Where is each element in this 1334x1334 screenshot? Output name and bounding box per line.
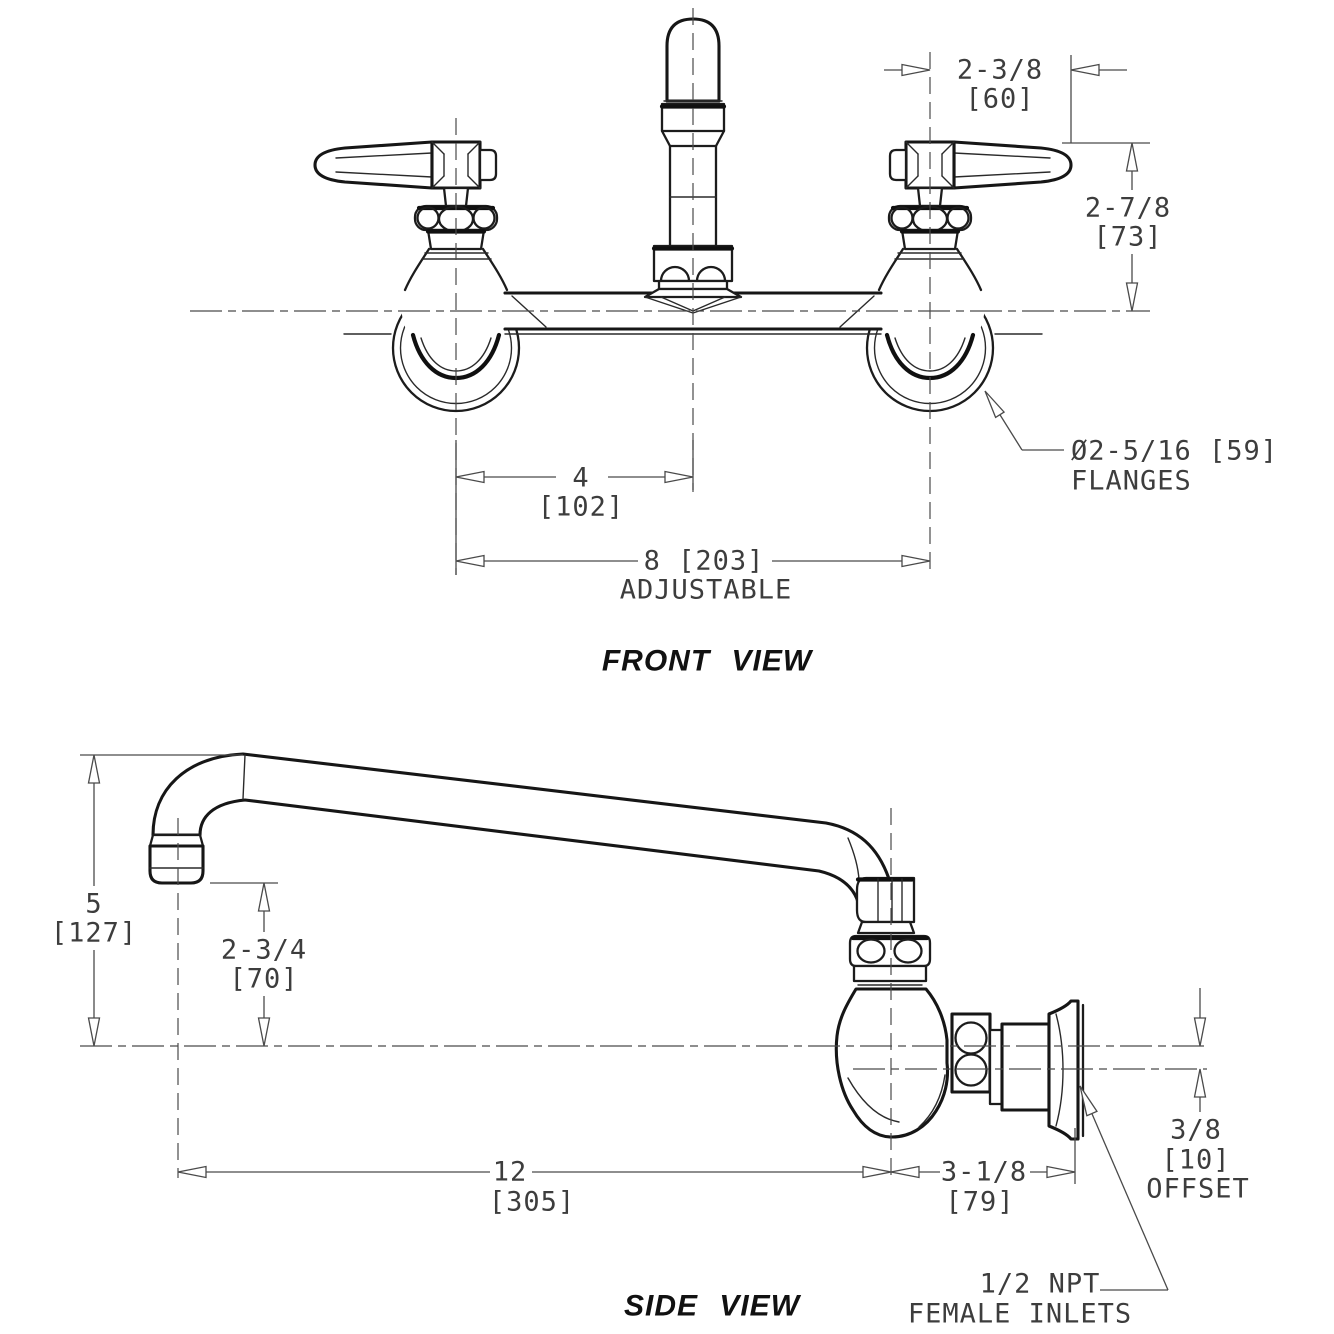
flange-note-label: FLANGES: [1071, 466, 1192, 497]
front-view-label: FRONT VIEW: [602, 645, 814, 678]
side-view-drawing: [148, 752, 1085, 1141]
front-view-dimensions: 2-3/8 [60] 2-7/8 [73] Ø2-5/16 [59] FLANG…: [455, 55, 1278, 606]
dim-spout-reach-value: 12: [493, 1157, 528, 1188]
valve-body: [834, 987, 950, 1139]
inlet-note-line1: 1/2 NPT: [980, 1269, 1101, 1300]
dim-handle-height-value: 2-7/8: [1085, 193, 1171, 224]
centerlines: [80, 8, 1207, 1178]
swing-spout: [151, 752, 892, 912]
swivel-nut: [855, 876, 916, 924]
inlet-nipple: [1000, 1022, 1051, 1112]
side-view-label: SIDE VIEW: [624, 1290, 802, 1323]
side-view-dimensions: 5 [127] 2-3/4 [70] 12 [305] 3-1/8 [79] 3…: [51, 754, 1250, 1330]
nozzle-collar: [148, 833, 205, 848]
dim-handle-height-metric: [73]: [1093, 222, 1162, 253]
dim-offset-label: OFFSET: [1146, 1174, 1250, 1205]
dim-spout-reach-metric: [305]: [489, 1187, 575, 1218]
dim-body-to-wall-value: 3-1/8: [941, 1157, 1027, 1188]
dim-offset-metric: [10]: [1161, 1145, 1230, 1176]
flange-note-value: Ø2-5/16 [59]: [1071, 436, 1278, 467]
inlet-note-line2: FEMALE INLETS: [908, 1299, 1132, 1330]
dim-spout-clearance-value: 2-3/4: [221, 935, 307, 966]
dim-handle-span-metric: [60]: [965, 84, 1034, 115]
valve-bonnet: [848, 934, 932, 968]
dim-body-to-wall-metric: [79]: [945, 1187, 1014, 1218]
right-handle-unit: [867, 142, 1071, 411]
dim-center-spacing-value: 4: [572, 463, 589, 494]
dim-adjustable-value: 8 [203]: [644, 546, 765, 577]
spout-column: [643, 17, 743, 314]
dim-center-spacing-metric: [102]: [538, 492, 624, 523]
aerator-tip: [148, 844, 205, 885]
dim-offset-value: 3/8: [1170, 1115, 1222, 1146]
dim-handle-span-value: 2-3/8: [957, 55, 1043, 86]
dim-spout-height-value: 5: [85, 889, 102, 920]
dim-spout-clearance-metric: [70]: [229, 964, 298, 995]
dim-spout-height-metric: [127]: [51, 918, 137, 949]
lever-handle: [313, 140, 434, 190]
dim-adjustable-label: ADJUSTABLE: [620, 575, 793, 606]
